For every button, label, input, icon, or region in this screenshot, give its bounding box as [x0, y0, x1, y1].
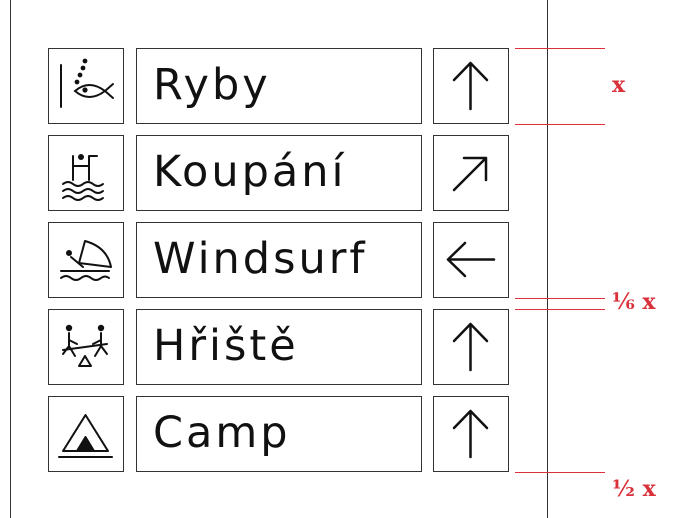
dimension-guide-line: [515, 124, 605, 125]
arrow-up-icon: [433, 309, 509, 385]
camp-tent-icon: [48, 396, 124, 472]
arrow-up-icon: [433, 396, 509, 472]
margin-annotation: ½ x: [612, 476, 656, 502]
sign-panel-frame: [10, 0, 548, 518]
destination-label-box: Hřiště: [136, 309, 422, 385]
destination-label: Windsurf: [153, 234, 368, 284]
sign-row-camp: Camp: [0, 396, 677, 472]
destination-label-box: Ryby: [136, 48, 422, 124]
destination-label: Camp: [153, 408, 291, 458]
destination-label-box: Koupání: [136, 135, 422, 211]
dimension-guide-line: [515, 48, 605, 49]
sign-row-windsurf: Windsurf: [0, 222, 677, 298]
dimension-guide-line: [515, 298, 605, 299]
dimension-guide-line: [515, 472, 605, 473]
playground-icon: [48, 309, 124, 385]
dimension-guide-line: [515, 309, 605, 310]
swimming-icon: [48, 135, 124, 211]
fishing-icon: [48, 48, 124, 124]
sign-row-hriste: Hřiště: [0, 309, 677, 385]
destination-label: Koupání: [153, 147, 347, 197]
gap-annotation: ⅙ x: [612, 289, 656, 315]
arrow-up-icon: [433, 48, 509, 124]
windsurf-icon: [48, 222, 124, 298]
sign-row-koupani: Koupání: [0, 135, 677, 211]
destination-label: Ryby: [153, 60, 271, 110]
arrow-left-icon: [433, 222, 509, 298]
arrow-up-right-icon: [433, 135, 509, 211]
row-height-annotation: x: [612, 72, 626, 98]
sign-row-ryby: Ryby: [0, 48, 677, 124]
destination-label-box: Windsurf: [136, 222, 422, 298]
destination-label: Hřiště: [153, 321, 299, 371]
destination-label-box: Camp: [136, 396, 422, 472]
